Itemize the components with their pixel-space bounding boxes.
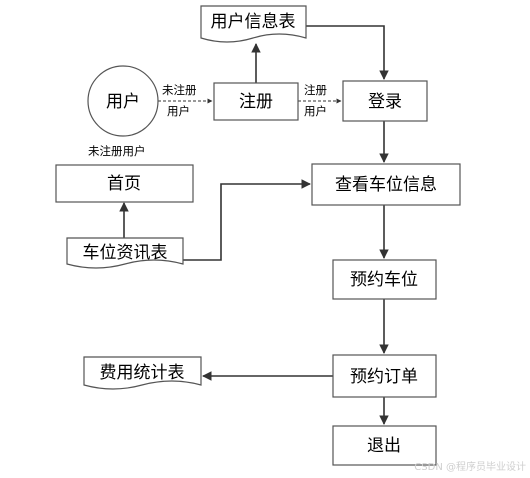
node-register-label: 注册 <box>239 92 273 112</box>
edge-label-registered-1: 注册 <box>304 83 327 97</box>
node-user-info-table: 用户信息表 <box>200 5 307 43</box>
edge-label-registered-2: 用户 <box>304 104 327 118</box>
edges <box>119 25 389 425</box>
edge-label-unregistered-user: 未注册用户 <box>88 144 146 158</box>
node-view-parking-info-label: 查看车位信息 <box>335 175 437 195</box>
node-reserve-parking: 预约车位 <box>332 259 437 300</box>
watermark: CSDN @程序员毕业设计 <box>414 460 526 473</box>
node-register: 注册 <box>213 82 299 121</box>
node-reservation-order-label: 预约订单 <box>350 367 418 387</box>
node-view-parking-info: 查看车位信息 <box>311 163 461 206</box>
node-homepage-label: 首页 <box>107 174 141 194</box>
edge-label-unregistered-1: 未注册 <box>162 83 197 97</box>
node-parking-news-table: 车位资讯表 <box>66 237 184 269</box>
edge-user-info-to-login <box>306 25 389 80</box>
node-parking-news-table-label: 车位资讯表 <box>83 243 168 263</box>
node-fee-statistics-table-label: 费用统计表 <box>100 363 185 383</box>
edge-news-to-view <box>183 179 311 261</box>
edge-label-unregistered-2: 用户 <box>167 104 190 118</box>
node-login-label: 登录 <box>368 92 402 112</box>
node-user-label: 用户 <box>106 92 140 112</box>
node-fee-statistics-table: 费用统计表 <box>83 356 202 390</box>
node-logout: 退出 <box>332 425 437 466</box>
edge-labels: 未注册 用户 注册 用户 未注册用户 <box>88 83 327 158</box>
node-logout-label: 退出 <box>367 436 401 456</box>
node-user: 用户 <box>87 65 159 137</box>
node-reserve-parking-label: 预约车位 <box>350 270 418 290</box>
node-user-info-table-label: 用户信息表 <box>211 12 296 32</box>
node-login: 登录 <box>342 80 428 122</box>
node-reservation-order: 预约订单 <box>332 354 437 398</box>
node-homepage: 首页 <box>55 164 194 203</box>
